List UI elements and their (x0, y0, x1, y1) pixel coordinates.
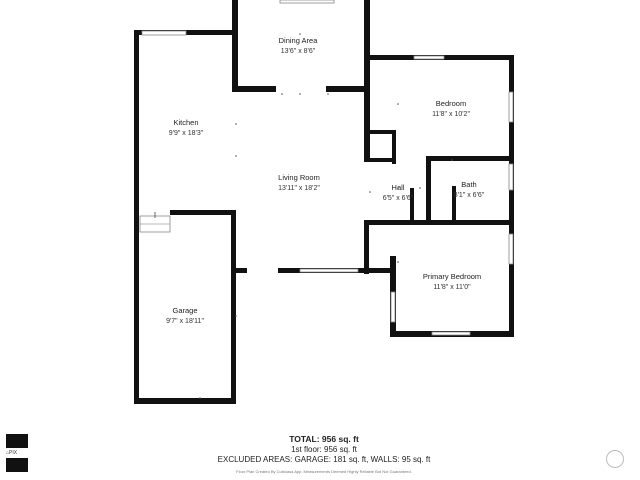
room-name-hall: Hall (392, 183, 405, 192)
home-icon: ⌂ (6, 450, 10, 456)
room-dims-primary-bedroom: 11'8" x 11'0" (433, 284, 471, 291)
room-dims-kitchen: 9'9" x 18'3" (169, 130, 204, 137)
room-name-bath: Bath (461, 180, 476, 189)
area-summary: TOTAL: 956 sq. ft 1st floor: 956 sq. ft … (200, 434, 448, 476)
room-name-kitchen: Kitchen (173, 118, 198, 127)
room-labels: Dining Area 13'6" x 8'6" Kitchen 9'9" x … (166, 36, 485, 325)
walls (134, 0, 514, 404)
room-dims-dining-area: 13'6" x 8'6" (281, 48, 316, 55)
room-name-primary-bedroom: Primary Bedroom (423, 272, 481, 281)
windows (141, 0, 514, 336)
excluded-areas: EXCLUDED AREAS: GARAGE: 181 sq. ft, WALL… (217, 455, 431, 464)
watermark-icon (606, 450, 624, 468)
room-name-dining-area: Dining Area (279, 36, 319, 45)
garage-step (139, 212, 171, 233)
room-name-garage: Garage (172, 306, 197, 315)
room-name-bedroom: Bedroom (436, 99, 466, 108)
room-name-living-room: Living Room (278, 173, 320, 182)
room-dims-garage: 9'7" x 18'11" (166, 318, 204, 325)
marker-dots (199, 33, 453, 399)
logo-caption: ⌂PIX (6, 450, 18, 456)
room-dims-hall: 6'5" x 6'6" (383, 195, 414, 202)
brand-logo: ⌂PIX (6, 434, 28, 472)
room-dims-bedroom: 11'8" x 10'2" (432, 111, 470, 118)
room-dims-bath: 8'1" x 6'6" (454, 192, 485, 199)
plan-credit: Floor Plan Created By Cubicasa App. Meas… (236, 469, 412, 474)
logo-top-block (6, 434, 28, 448)
first-floor-area: 1st floor: 956 sq. ft (291, 445, 357, 454)
logo-bottom-block (6, 458, 28, 472)
room-dims-living-room: 13'11" x 18'2" (278, 185, 320, 192)
total-area: TOTAL: 956 sq. ft (289, 434, 359, 444)
